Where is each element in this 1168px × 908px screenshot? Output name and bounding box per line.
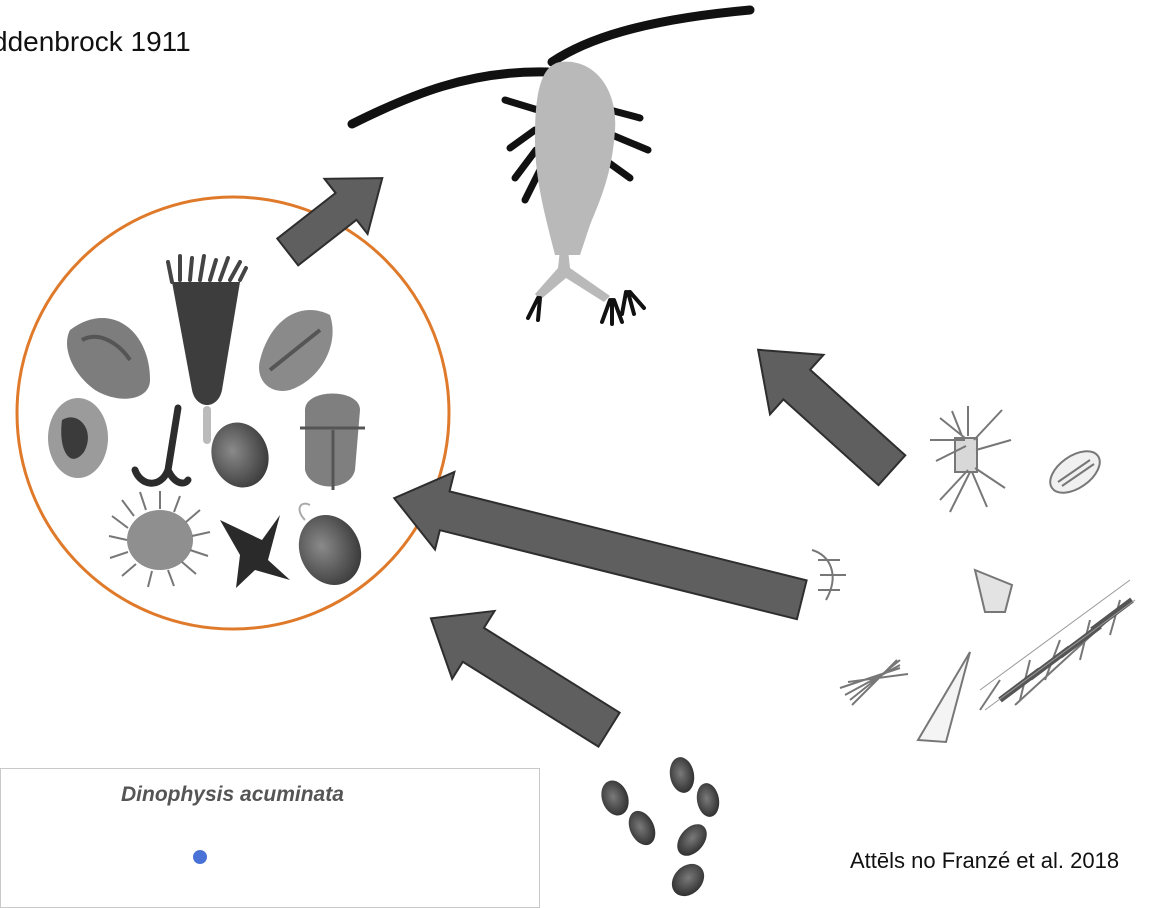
- reference-caption-top: ddenbrock 1911: [0, 26, 191, 58]
- arrow-to-circle-from-picoplankton: [410, 584, 630, 763]
- ciliate-icon: [48, 256, 372, 595]
- data-point-marker: [193, 850, 207, 864]
- species-inset-panel: Dinophysis acuminata: [0, 768, 540, 908]
- species-label: Dinophysis acuminata: [121, 783, 344, 807]
- picoplankton-icon: [597, 755, 722, 902]
- arrow-to-copepod-from-circle: [266, 150, 404, 279]
- arrow-to-copepod-from-diatoms: [731, 320, 918, 500]
- figure-credit-caption: Attēls no Franzé et al. 2018: [850, 848, 1119, 874]
- arrow-to-circle-from-diatoms: [385, 459, 812, 638]
- copepod-icon: [352, 10, 750, 324]
